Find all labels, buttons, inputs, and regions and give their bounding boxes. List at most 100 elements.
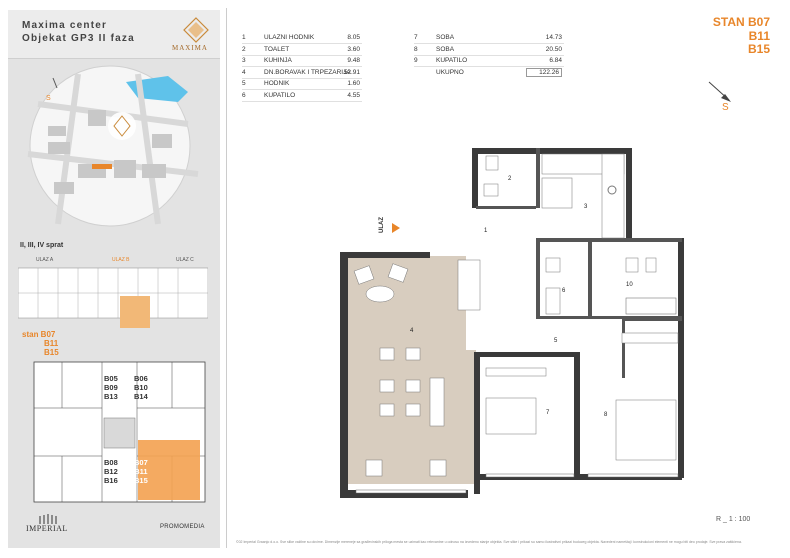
area-row-value: 1.60 — [347, 80, 360, 87]
floor-label-b07: B07 B11 B15 — [134, 458, 148, 485]
area-row-number: 3 — [242, 57, 246, 64]
entrance-c-label: ULAZ C — [176, 257, 194, 263]
floor-label-line: B05 — [104, 374, 118, 383]
area-row: 6 KUPATILO 4.55 — [242, 92, 362, 102]
area-total-value: 122.26 — [526, 67, 562, 77]
agency-name: PROMOMEDIA — [160, 524, 205, 530]
room-number-1: 1 — [484, 228, 488, 234]
room-number-7: 7 — [546, 410, 550, 416]
area-row-value: 3.60 — [347, 45, 360, 53]
row-divider — [414, 43, 564, 44]
area-row: 9 KUPATILO 6.84 — [414, 57, 564, 67]
map-north-label: S — [46, 95, 51, 102]
area-row: 8 SOBA 20.50 — [414, 46, 564, 56]
area-row-value: 6.84 — [549, 57, 562, 64]
entrance-a-label: ULAZ A — [36, 257, 54, 263]
row-divider — [242, 66, 362, 67]
maxima-logo: MAXIMA — [172, 16, 214, 56]
row-divider — [242, 100, 362, 102]
area-row-number: 8 — [414, 45, 418, 53]
compass-arrow-icon — [708, 81, 731, 102]
row-divider — [242, 43, 362, 44]
area-row-number: 4 — [242, 68, 246, 76]
area-row: 7 SOBA 14.73 — [414, 34, 564, 44]
floor-label-b08: B08 B12 B16 — [104, 458, 118, 485]
developer-name: IMPERIAL — [26, 524, 68, 533]
building-plan-thumbnail — [17, 246, 209, 346]
area-row-number: 9 — [414, 57, 418, 64]
stan-line: B11 — [44, 339, 59, 348]
compass-label: S — [722, 102, 729, 113]
sidebar-header: Maxima center Objekat GP3 II faza MAXIMA — [8, 10, 220, 59]
room-number-5: 5 — [554, 338, 558, 344]
row-divider — [242, 89, 362, 90]
area-row-name: TOALET — [264, 45, 290, 53]
area-row-number: 2 — [242, 45, 246, 53]
developer-logo: IMPERIAL — [26, 514, 68, 533]
area-row-name: HODNIK — [264, 80, 290, 87]
room-number-4: 4 — [410, 328, 414, 334]
area-row-name: KUHINJA — [264, 57, 292, 64]
area-row-number: 6 — [242, 91, 246, 99]
legal-footer: ©02 Imperial Graanjo d.o.o. Sve slike va… — [236, 540, 742, 544]
area-row: 5 HODNIK 1.60 — [242, 80, 362, 90]
floor-label-line: B13 — [104, 392, 118, 401]
area-row-value: 9.48 — [347, 57, 360, 64]
area-row-name: ULAZNI HODNIK — [264, 34, 315, 41]
project-title: Maxima center — [22, 20, 108, 31]
floors-label: II, III, IV sprat — [20, 242, 64, 249]
logo-text: MAXIMA — [172, 44, 208, 52]
floor-label-line: B14 — [134, 392, 148, 401]
floor-label-line: B07 — [134, 458, 148, 467]
compass: S — [705, 80, 735, 114]
area-row-value: 52.91 — [343, 68, 360, 76]
divider — [226, 8, 227, 548]
apartment-title: STAN B07 B11 B15 — [700, 15, 770, 57]
area-row-name: SOBA — [436, 45, 455, 53]
area-row: 3 KUHINJA 9.48 — [242, 57, 362, 67]
floor-label-line: B06 — [134, 374, 148, 383]
floor-label-line: B16 — [104, 476, 118, 485]
floor-label-line: B09 — [104, 383, 118, 392]
area-row-value: 20.50 — [545, 45, 562, 53]
floor-label-line: B10 — [134, 383, 148, 392]
row-divider — [414, 66, 564, 67]
stan-line: stan B07 — [22, 330, 56, 339]
floor-label-line: B08 — [104, 458, 118, 467]
stan-line: B15 — [44, 348, 59, 357]
sidebar: Maxima center Objekat GP3 II faza MAXIMA — [8, 10, 220, 548]
entrance-label: ULAZ — [379, 217, 385, 233]
area-row-name: KUPATILO — [264, 91, 296, 99]
scale-label: R _ 1 : 100 — [716, 516, 751, 523]
project-subtitle: Objekat GP3 II faza — [22, 33, 135, 44]
area-row-value: 4.55 — [347, 91, 360, 99]
area-row-number: 5 — [242, 80, 246, 87]
area-row-value: 8.05 — [347, 34, 360, 41]
area-row-value: 14.73 — [545, 34, 562, 41]
room-number-8: 8 — [604, 412, 608, 418]
stan-label-small: stan B07 B11 B15 — [22, 330, 59, 357]
area-total-label: UKUPNO — [436, 68, 464, 76]
floor-label-b06: B06 B10 B14 — [134, 374, 148, 401]
row-divider — [242, 54, 362, 56]
location-map: S — [18, 64, 208, 234]
floor-plan — [326, 148, 692, 509]
room-number-6: 6 — [562, 288, 566, 294]
room-number-2: 2 — [508, 176, 512, 182]
area-row-name: KUPATILO — [436, 57, 468, 64]
room-number-3: 3 — [584, 204, 588, 210]
floor-label-line: B12 — [104, 467, 118, 476]
floor-key-plan — [32, 358, 207, 506]
floor-label-b05: B05 B09 B13 — [104, 374, 118, 401]
row-divider — [242, 77, 362, 79]
area-row-name: SOBA — [436, 34, 455, 41]
floor-label-line: B11 — [134, 467, 148, 476]
apartment-title-line: B11 — [748, 28, 770, 43]
entrance-b-label: ULAZ B — [112, 257, 130, 263]
floor-label-line: B15 — [134, 476, 148, 485]
area-row-number: 7 — [414, 34, 418, 41]
row-divider — [414, 54, 564, 56]
apartment-title-line: B15 — [747, 42, 770, 56]
